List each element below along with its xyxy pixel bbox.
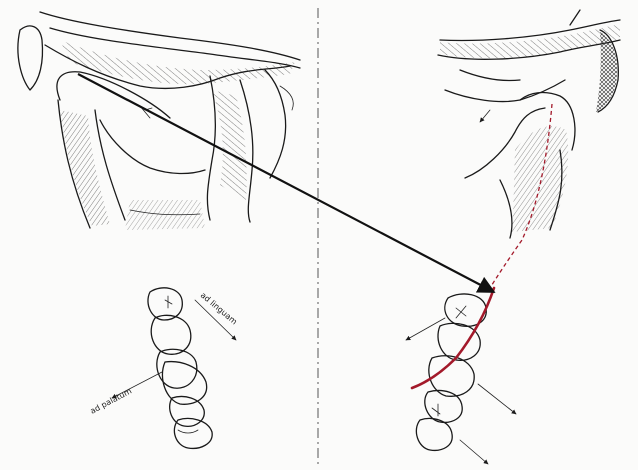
right-tmj-drawing bbox=[438, 10, 620, 238]
connector-arrow bbox=[78, 74, 494, 292]
left-dental-arch: ad linguam ad palatum bbox=[89, 288, 239, 449]
right-dental-arch bbox=[406, 294, 516, 464]
label-ad-linguam: ad linguam bbox=[199, 291, 239, 327]
left-tmj-drawing bbox=[18, 12, 300, 230]
red-solid-curve bbox=[412, 288, 494, 388]
label-ad-palatum: ad palatum bbox=[89, 386, 134, 415]
